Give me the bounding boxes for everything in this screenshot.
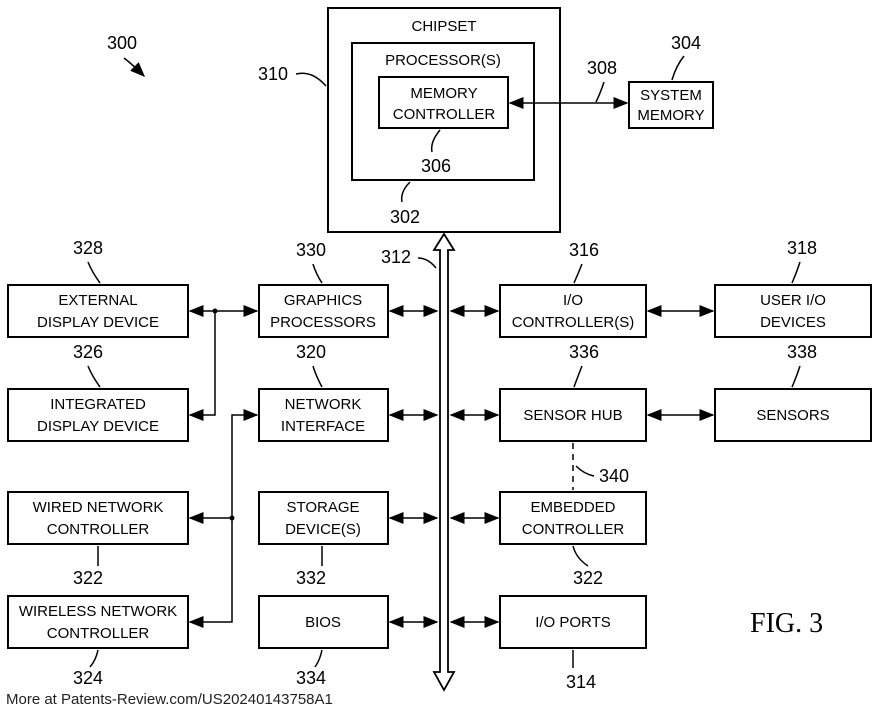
ref-324: 324 xyxy=(73,668,103,688)
io-ports-label: I/O PORTS xyxy=(535,614,611,631)
wired-network-label: WIRED NETWORK xyxy=(33,499,164,516)
ref-320: 320 xyxy=(296,342,326,362)
connectors xyxy=(190,309,713,623)
ref-308: 308 xyxy=(587,58,617,78)
ref-332: 332 xyxy=(296,568,326,588)
integrated-display-label: DISPLAY DEVICE xyxy=(37,418,159,435)
embedded-controller-label: EMBEDDED xyxy=(530,499,615,516)
memory-controller-label: CONTROLLER xyxy=(393,106,496,123)
ref-326: 326 xyxy=(73,342,103,362)
wireless-network-label: CONTROLLER xyxy=(47,625,150,642)
figure-label: FIG. 3 xyxy=(750,608,823,639)
watermark: More at Patents-Review.com/US20240143758… xyxy=(6,691,333,708)
storage-label: DEVICE(S) xyxy=(285,521,361,538)
leader-316 xyxy=(574,264,582,283)
leader-318 xyxy=(792,262,800,283)
ref-334: 334 xyxy=(296,668,326,688)
ref-328: 328 xyxy=(73,238,103,258)
ref-322-wired: 322 xyxy=(73,568,103,588)
ref-322-embedded: 322 xyxy=(573,568,603,588)
sensors-label: SENSORS xyxy=(756,407,829,424)
leader-312 xyxy=(418,258,436,268)
network-interface-label: NETWORK xyxy=(285,396,362,413)
leader-338 xyxy=(792,366,800,387)
ref-306: 306 xyxy=(421,156,451,176)
wired-network-label: CONTROLLER xyxy=(47,521,150,538)
leader-334 xyxy=(315,650,322,667)
ref-330: 330 xyxy=(296,240,326,260)
leader-300 xyxy=(124,58,144,76)
embedded-controller-label: CONTROLLER xyxy=(522,521,625,538)
graphics-label: PROCESSORS xyxy=(270,314,376,331)
ref-300: 300 xyxy=(107,33,137,53)
integrated-display-label: INTEGRATED xyxy=(50,396,146,413)
chipset-block: CHIPSET PROCESSOR(S) MEMORY CONTROLLER xyxy=(328,8,560,232)
user-io-label: DEVICES xyxy=(760,314,826,331)
leader-328 xyxy=(88,262,100,283)
io-controller-label: I/O xyxy=(563,292,583,309)
ref-340: 340 xyxy=(599,466,629,486)
chipset-label: CHIPSET xyxy=(411,18,476,35)
ref-302: 302 xyxy=(390,207,420,227)
leader-308 xyxy=(596,82,604,102)
external-display-label: DISPLAY DEVICE xyxy=(37,314,159,331)
sensor-hub-label: SENSOR HUB xyxy=(523,407,622,424)
processor-label: PROCESSOR(S) xyxy=(385,52,501,69)
user-io-label: USER I/O xyxy=(760,292,826,309)
graphics-label: GRAPHICS xyxy=(284,292,362,309)
leader-324 xyxy=(90,650,98,667)
ref-318: 318 xyxy=(787,238,817,258)
storage-label: STORAGE xyxy=(286,499,359,516)
leader-320 xyxy=(313,366,322,387)
leader-304 xyxy=(672,56,684,80)
external-display-label: EXTERNAL xyxy=(58,292,137,309)
bios-label: BIOS xyxy=(305,614,341,631)
leader-322-embedded xyxy=(573,546,588,566)
network-interface-label: INTERFACE xyxy=(281,418,365,435)
ref-336: 336 xyxy=(569,342,599,362)
ref-310: 310 xyxy=(258,64,288,84)
ref-338: 338 xyxy=(787,342,817,362)
system-memory-label: SYSTEM xyxy=(640,87,702,104)
leader-310 xyxy=(296,73,326,86)
leader-336 xyxy=(574,366,582,387)
ref-316: 316 xyxy=(569,240,599,260)
ref-304: 304 xyxy=(671,33,701,53)
wireless-network-label: WIRELESS NETWORK xyxy=(19,603,177,620)
leader-340 xyxy=(576,466,594,476)
io-controller-label: CONTROLLER(S) xyxy=(512,314,635,331)
ref-314: 314 xyxy=(566,672,596,692)
ref-312: 312 xyxy=(381,247,411,267)
memory-controller-label: MEMORY xyxy=(410,85,477,102)
leader-330 xyxy=(313,264,322,283)
system-memory-label: MEMORY xyxy=(637,107,704,124)
leader-326 xyxy=(88,366,100,387)
